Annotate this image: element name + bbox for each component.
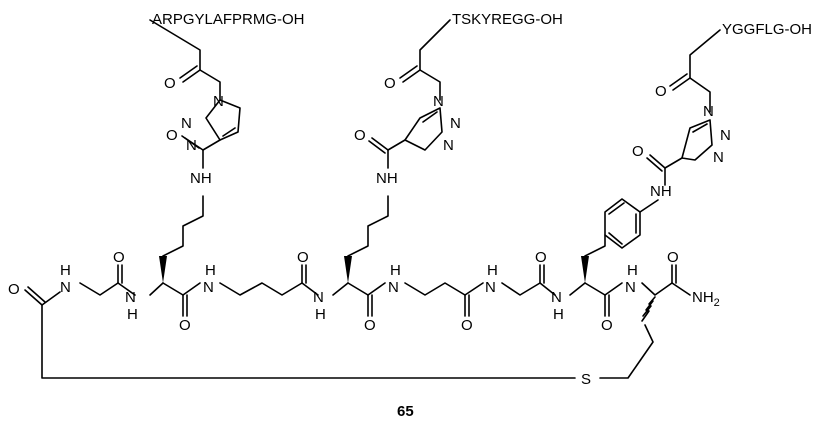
atom-o-gly-2: O	[535, 249, 547, 266]
atom-h-lys-2: H	[315, 306, 326, 323]
atom-n2-triazole-1: N	[181, 115, 192, 132]
stereo-wedges	[159, 256, 656, 322]
atom-o-bala: O	[461, 317, 473, 334]
triazole-unit-3	[646, 29, 721, 186]
peptide-label-left: ARPGYLAFPRMG-OH	[152, 11, 305, 28]
atom-nh-lys-1: NH	[190, 170, 212, 187]
backbone-bonds	[24, 264, 691, 379]
atom-n-phe: N	[551, 289, 562, 306]
peptide-label-middle: TSKYREGG-OH	[452, 11, 563, 28]
atom-h-gly-2: H	[487, 262, 498, 279]
atom-n1-triazole-2: N	[433, 93, 444, 110]
aryl-side-chain	[584, 198, 659, 257]
atom-n-cys: N	[625, 279, 636, 296]
atom-h-phe: H	[553, 306, 564, 323]
atom-n-bala: N	[388, 279, 399, 296]
atom-o-ketone-2: O	[384, 75, 396, 92]
atom-n-gly-2: N	[485, 279, 496, 296]
atom-h-gaba: H	[205, 262, 216, 279]
atom-o-ketone-3: O	[655, 83, 667, 100]
atom-n-lys-2: N	[313, 289, 324, 306]
atom-o-ketone-1: O	[164, 75, 176, 92]
atom-n-gaba: N	[203, 279, 214, 296]
triazole-unit-2	[368, 19, 451, 169]
atom-o-gly-1: O	[113, 249, 125, 266]
compound-number: 65	[397, 403, 414, 420]
atom-s-thioether: S	[581, 371, 591, 388]
atom-o-lys-1: O	[179, 317, 191, 334]
atom-h-cys: H	[627, 262, 638, 279]
atom-n3-triazole-3: N	[713, 149, 724, 166]
atom-nh2-terminal: NH2	[692, 289, 720, 309]
atom-o-lys-2: O	[364, 317, 376, 334]
atom-o-amide-1: O	[166, 127, 178, 144]
atom-n2-triazole-3: N	[720, 127, 731, 144]
atom-n3-triazole-2: N	[443, 137, 454, 154]
atom-nh-lys-2: NH	[376, 170, 398, 187]
atom-nh-aryl: NH	[650, 183, 672, 200]
atom-n3-triazole-1: N	[186, 137, 197, 154]
atom-o-amide-3: O	[632, 143, 644, 160]
atom-o-acetyl: O	[8, 281, 20, 298]
atom-o-phe: O	[601, 317, 613, 334]
atom-n1-triazole-1: N	[213, 93, 224, 110]
atom-o-cys: O	[667, 249, 679, 266]
lysine-side-chain-2	[347, 195, 389, 257]
atom-h-gly-1: H	[60, 262, 71, 279]
atom-n2-triazole-2: N	[450, 115, 461, 132]
triazole-unit-1	[149, 19, 241, 169]
lysine-side-chain-1	[162, 195, 204, 257]
atom-o-amide-2: O	[354, 127, 366, 144]
atom-n-lys-1: N	[125, 289, 136, 306]
peptide-label-right: YGGFLG-OH	[722, 21, 812, 38]
atom-h-lys-1: H	[127, 306, 138, 323]
atom-h-bala: H	[390, 262, 401, 279]
atom-n1-triazole-3: N	[703, 103, 714, 120]
atom-o-gaba: O	[297, 249, 309, 266]
atom-n-gly-1: N	[60, 279, 71, 296]
